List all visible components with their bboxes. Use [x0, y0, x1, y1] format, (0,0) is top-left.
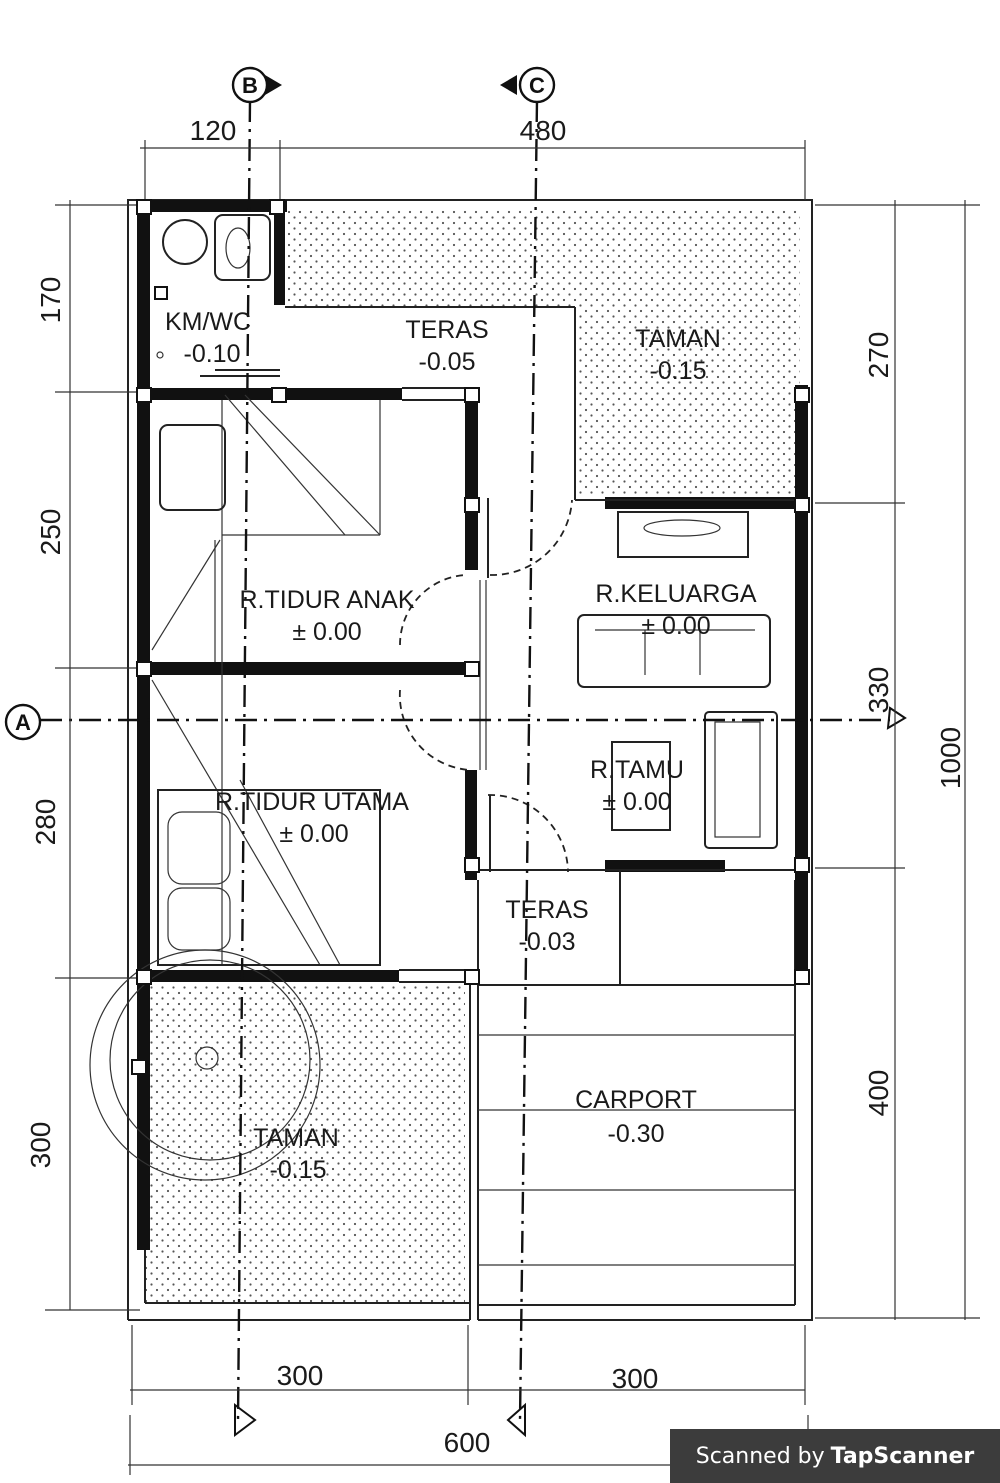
room-teras-bottom-name: TERAS [505, 896, 588, 924]
dim-right-total: 1000 [935, 727, 966, 789]
room-kmwc-name: KM/WC [165, 308, 251, 336]
room-tidur-utama-level: ± 0.00 [279, 820, 348, 848]
room-taman-bottom-level: -0.15 [270, 1156, 327, 1184]
room-teras-top-level: -0.05 [419, 348, 476, 376]
dim-left-250: 250 [35, 509, 66, 556]
grid-axes: B C A [4, 66, 907, 1438]
room-taman-top-name: TAMAN [635, 325, 721, 353]
room-taman-bottom-name: TAMAN [253, 1124, 339, 1152]
room-tidur-anak-name: R.TIDUR ANAK [239, 586, 414, 614]
coffee-table-icon [611, 741, 671, 831]
dim-left-300: 300 [25, 1122, 56, 1169]
room-tamu-level: ± 0.00 [602, 788, 671, 816]
room-taman-top-level: -0.15 [650, 357, 707, 385]
walls [137, 200, 808, 1250]
room-carport-name: CARPORT [575, 1086, 697, 1114]
room-tidur-anak-level: ± 0.00 [292, 618, 361, 646]
sofa-icon [577, 614, 771, 688]
room-keluarga-level: ± 0.00 [641, 612, 710, 640]
room-kmwc-level: -0.10 [184, 340, 241, 368]
room-keluarga-name: R.KELUARGA [595, 580, 756, 608]
dimension-labels: 120 480 170 250 280 300 270 330 400 1000… [25, 115, 966, 1458]
axis-b-label: B [242, 73, 258, 98]
watermark-prefix: Scanned by [695, 1443, 825, 1469]
axis-a-label: A [15, 710, 31, 735]
columns [131, 199, 810, 1075]
room-carport-level: -0.30 [608, 1120, 665, 1148]
dim-bottom-right: 300 [612, 1363, 659, 1394]
tree-icon [89, 949, 321, 1181]
desk-icon [159, 424, 226, 511]
scanner-watermark: Scanned by TapScanner [670, 1429, 1000, 1483]
tv-cabinet-icon [617, 511, 749, 558]
armchair-icon [704, 711, 778, 849]
furniture [89, 214, 778, 1181]
dim-top-right: 480 [520, 115, 567, 146]
dim-left-170: 170 [35, 277, 66, 324]
axis-a-marker [4, 703, 42, 741]
interior-lines [200, 306, 800, 1320]
dim-right-330: 330 [863, 667, 894, 714]
axis-b-marker [231, 66, 269, 104]
stair-lines [151, 394, 381, 966]
toilet-icon [214, 214, 271, 281]
axis-c-label: C [529, 73, 545, 98]
room-teras-bottom-level: -0.03 [519, 928, 576, 956]
room-teras-top-name: TERAS [405, 316, 488, 344]
dim-right-270: 270 [863, 332, 894, 379]
dim-bottom-total: 600 [444, 1427, 491, 1458]
dim-bottom-left: 300 [277, 1360, 324, 1391]
room-tamu-name: R.TAMU [590, 756, 684, 784]
bed-icon [157, 789, 381, 966]
dim-right-400: 400 [863, 1070, 894, 1117]
room-labels: KM/WC -0.10 TERAS -0.05 TAMAN -0.15 R.TI… [165, 308, 757, 1184]
dim-top-left: 120 [190, 115, 237, 146]
doors [398, 498, 573, 873]
axis-c-marker [518, 66, 556, 104]
garden-hatching [145, 210, 800, 1305]
sink-icon [162, 219, 208, 265]
room-tidur-utama-name: R.TIDUR UTAMA [215, 788, 409, 816]
dim-left-280: 280 [30, 799, 61, 846]
watermark-brand: TapScanner [830, 1443, 975, 1469]
